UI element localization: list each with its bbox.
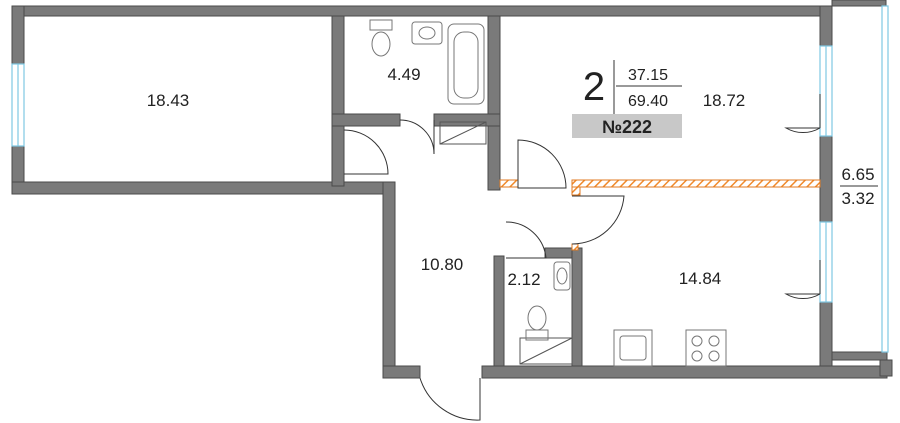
total-area: 69.40: [628, 93, 668, 110]
apartment-number-badge: [572, 114, 682, 138]
interior-walls: [331, 15, 583, 367]
area-bedroom: 18.43: [147, 91, 190, 110]
wall-top: [11, 5, 833, 17]
wall-bottom-right: [481, 365, 888, 379]
wall-bath-bottom-a: [331, 113, 401, 127]
sink-wc: [553, 261, 571, 291]
toilet-wc: [527, 305, 547, 331]
balcony-corner: [879, 359, 893, 377]
bathroom-fixtures: [369, 19, 485, 105]
door-bathroom: [399, 119, 435, 155]
area-living-room: 18.72: [703, 91, 746, 110]
wall-right-mid: [819, 135, 833, 223]
wall-bath-bottom-b: [433, 113, 501, 127]
partition-stub-a: [571, 186, 581, 196]
area-kitchen: 14.84: [679, 269, 722, 288]
wall-left-upper: [11, 5, 25, 65]
stove: [685, 329, 727, 367]
toilet-bath-tank: [369, 19, 393, 31]
windows: [11, 5, 889, 353]
partition-stub-b: [571, 243, 579, 251]
area-balcony-full: 6.65: [841, 165, 874, 184]
kitchen-sink: [613, 329, 653, 367]
wall-right-lower: [819, 301, 833, 367]
door-balcony-living: [784, 94, 821, 134]
wall-hall-left: [382, 181, 396, 379]
partition-hall: [499, 179, 519, 188]
wall-bath-left: [331, 15, 345, 127]
area-balcony-reduced: 3.32: [841, 189, 874, 208]
wall-bed-right: [331, 125, 345, 187]
door-hall-lower: [571, 195, 625, 245]
door-wc-threshold: [519, 337, 573, 365]
door-bedroom: [343, 129, 389, 175]
kitchen-fixtures: [613, 329, 727, 367]
partition-living-kitchen: [571, 179, 821, 188]
window-balcony: [881, 5, 889, 353]
door-entry: [419, 377, 481, 421]
wall-wc-top: [544, 247, 576, 259]
partitions: [499, 179, 821, 251]
area-hallway: 10.80: [421, 255, 464, 274]
apartment-number: №222: [602, 117, 652, 137]
toilet-bath: [371, 31, 391, 57]
exterior-walls: [11, 0, 893, 379]
wall-right-upper: [819, 5, 833, 47]
doors: [343, 94, 821, 421]
door-bath-threshold: [439, 121, 487, 145]
wall-wc-right: [571, 247, 583, 367]
balcony-bottom: [831, 351, 888, 361]
bathtub: [447, 23, 485, 105]
room-labels: 18.43 4.49 18.72 10.80 2.12 14.84 6.65 3…: [147, 65, 878, 289]
area-wc: 2.12: [507, 270, 540, 289]
door-wc: [505, 221, 547, 259]
apartment-info: 2 37.15 69.40 №222: [572, 60, 682, 138]
wall-bath-right: [487, 15, 501, 191]
area-bathroom: 4.49: [387, 65, 420, 84]
door-balcony-kitchen: [784, 260, 821, 300]
balcony-top: [831, 0, 887, 7]
sink-bath: [411, 21, 443, 45]
wall-bottom: [382, 365, 421, 379]
wc-fixtures: [525, 261, 571, 341]
door-hall-upper: [517, 139, 567, 189]
rooms-count: 2: [583, 65, 605, 109]
wall-wc-left: [493, 255, 505, 367]
living-area: 37.15: [628, 67, 668, 84]
